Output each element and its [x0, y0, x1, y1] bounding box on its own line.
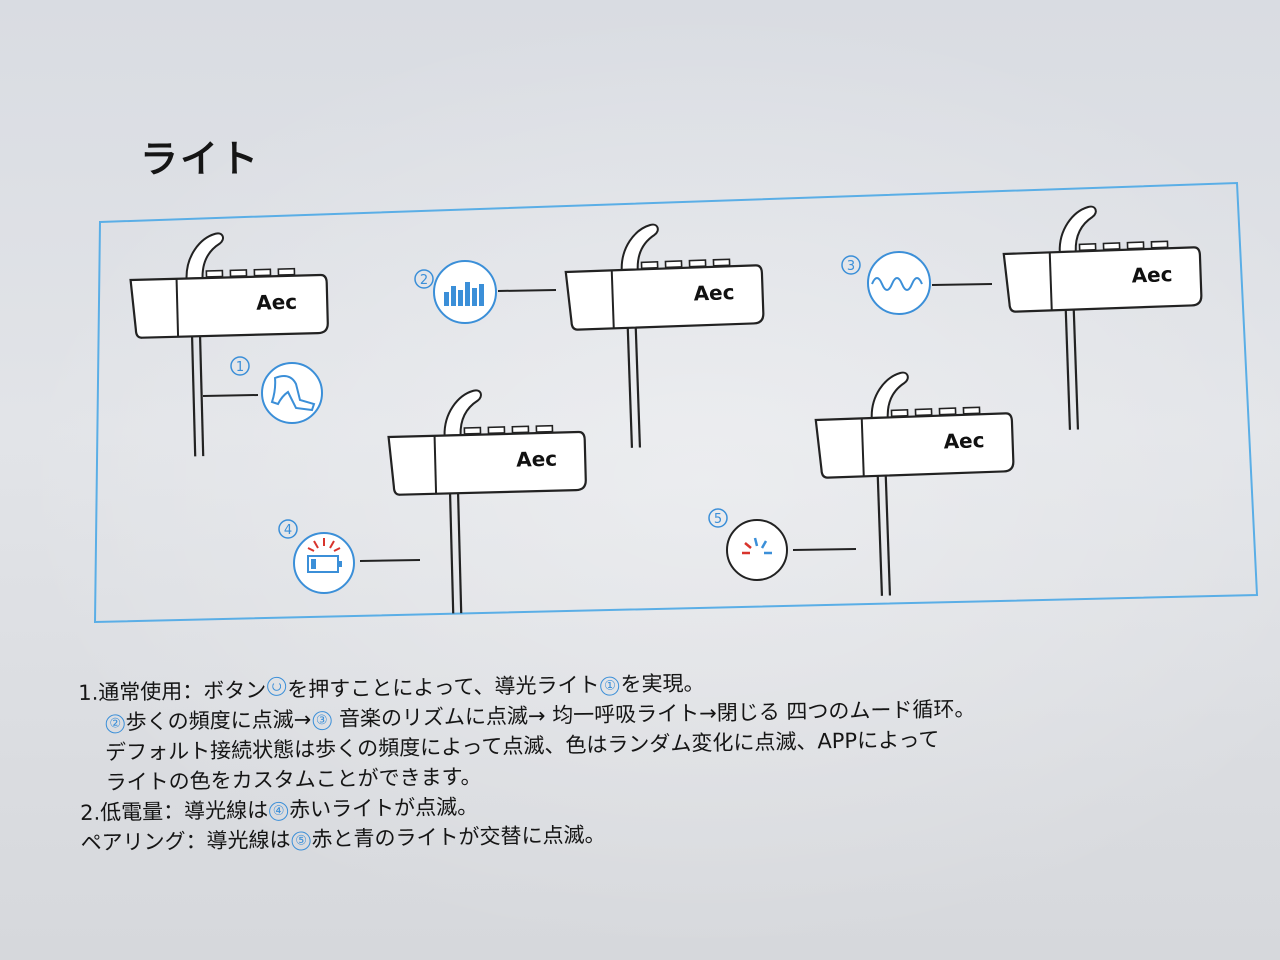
low-battery-icon [293, 532, 355, 594]
label-3: 3 [841, 255, 861, 275]
label-5: 5 [708, 508, 728, 528]
earbud-3: Aec [1001, 201, 1207, 433]
brand-logo: Aec [1131, 262, 1173, 287]
pointer-line-1 [202, 394, 259, 397]
earbud-2: Aec [563, 219, 769, 451]
brand-logo: Aec [943, 428, 985, 453]
ref-circle-4: ④ [269, 801, 289, 822]
svg-text:4: 4 [284, 523, 292, 538]
power-button-icon [267, 676, 287, 697]
breathing-wave-icon [867, 251, 931, 315]
walking-leg-icon [261, 362, 323, 424]
ref-circle-1: ① [600, 676, 620, 696]
brand-logo: Aec [693, 280, 735, 305]
earbud-1: Aec [128, 229, 333, 460]
brand-logo: Aec [516, 447, 558, 472]
earbud-4: Aec [386, 386, 591, 617]
pointer-line-4 [359, 559, 421, 562]
label-2: 2 [414, 269, 434, 289]
pointer-line-3 [931, 283, 993, 286]
label-1: 1 [230, 356, 250, 376]
brand-logo: Aec [256, 290, 298, 315]
earbud-5: Aec [813, 367, 1019, 599]
label-4: 4 [278, 519, 298, 539]
ref-circle-2: ② [105, 714, 125, 734]
diagram-frame [93, 181, 1259, 624]
pointer-line-2 [497, 289, 557, 292]
red-blue-flash-icon [726, 519, 788, 581]
svg-text:2: 2 [420, 273, 428, 288]
pointer-line-5 [792, 548, 857, 551]
equalizer-icon [433, 260, 497, 324]
ref-circle-3: ③ [312, 711, 332, 731]
svg-text:3: 3 [847, 259, 855, 274]
ref-circle-5: ⑤ [291, 831, 311, 851]
svg-text:1: 1 [236, 360, 244, 375]
svg-text:5: 5 [714, 512, 722, 527]
